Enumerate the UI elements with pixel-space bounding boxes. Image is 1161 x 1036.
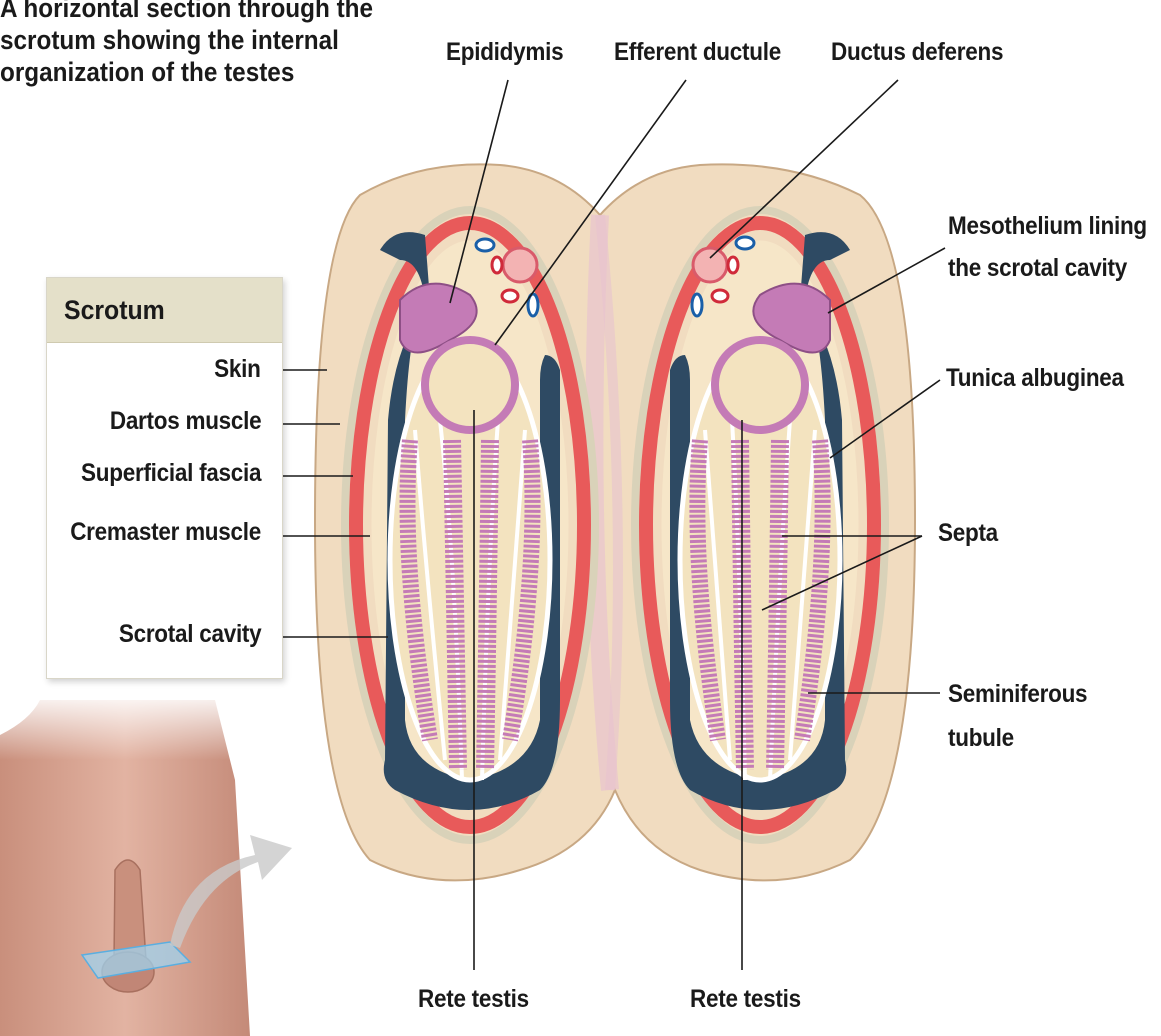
section-plane-icon <box>80 941 192 979</box>
leader-tunica-albuginea <box>829 379 941 459</box>
leader-lines <box>272 79 946 970</box>
label-septa: Septa <box>938 519 998 547</box>
label-efferent-ductule: Efferent ductule <box>614 38 781 66</box>
title-line-3: organization of the testes <box>0 57 295 87</box>
leader-mesothelium <box>827 247 946 314</box>
label-dartos-muscle: Dartos muscle <box>109 407 261 435</box>
label-cremaster-muscle: Cremaster muscle <box>70 518 261 546</box>
key-header: Scrotum <box>47 278 282 343</box>
label-scrotal-cavity: Scrotal cavity <box>118 620 261 648</box>
key-title: Scrotum <box>64 295 165 325</box>
title-line-2: scrotum showing the internal <box>0 25 339 55</box>
right-testis <box>631 206 889 844</box>
label-tunica-albuginea: Tunica albuginea <box>946 364 1124 392</box>
body-inset <box>0 690 292 1036</box>
leader-septa-2 <box>761 535 923 611</box>
label-epididymis: Epididymis <box>446 38 564 66</box>
leader-epididymis <box>449 79 509 304</box>
scrotum-cross-section <box>313 163 917 882</box>
label-superficial-fascia: Superficial fascia <box>80 459 262 487</box>
leader-ductus-deferens <box>709 79 899 259</box>
label-mesothelium-line-2: the scrotal cavity <box>948 254 1127 282</box>
label-ductus-deferens: Ductus deferens <box>831 38 1004 66</box>
label-rete-testis-left: Rete testis <box>418 985 529 1013</box>
scrotum-key-box: Scrotum <box>46 277 283 679</box>
arrow-icon <box>170 835 292 948</box>
left-testis <box>341 206 599 844</box>
label-mesothelium-line-1: Mesothelium lining <box>948 212 1147 240</box>
label-seminiferous-line-2: tubule <box>948 724 1014 752</box>
label-rete-testis-right: Rete testis <box>690 985 801 1013</box>
title-line-1: A horizontal section through the <box>0 0 374 23</box>
label-skin: Skin <box>214 355 262 383</box>
figure-title: A horizontal section through the scrotum… <box>0 0 378 88</box>
leader-efferent-ductule <box>494 79 687 346</box>
label-seminiferous-line-1: Seminiferous <box>948 680 1088 708</box>
